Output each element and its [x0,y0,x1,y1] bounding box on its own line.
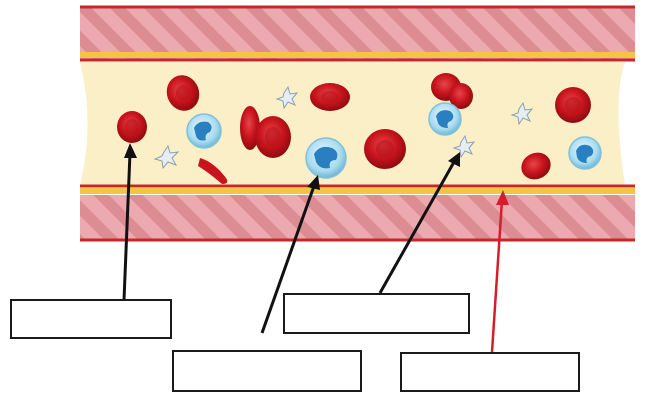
label-box-plasma[interactable] [400,352,580,392]
vessel-wall-bottom [80,195,635,240]
label-box-red-blood-cell[interactable] [10,299,172,339]
vessel-wall-top [80,6,635,60]
label-box-white-blood-cell[interactable] [172,350,362,392]
yellow-band-bottom [80,188,635,194]
blood-vessel [80,6,635,240]
yellow-band-top [80,52,635,58]
label-box-platelet[interactable] [283,293,470,334]
